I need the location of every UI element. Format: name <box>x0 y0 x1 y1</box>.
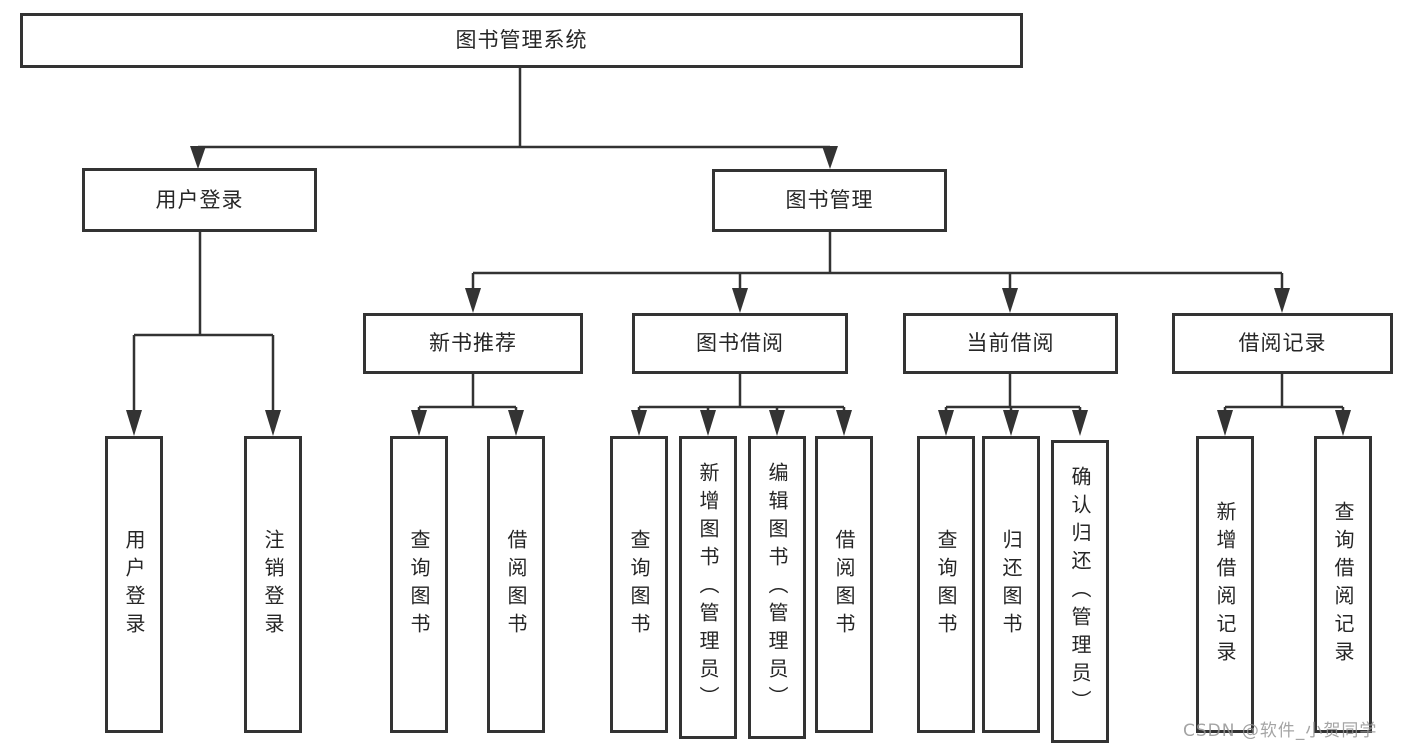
leaf-query-books-recommend: 查询图书 <box>390 436 448 733</box>
node-library-management-system: 图书管理系统 <box>20 13 1023 68</box>
node-current-borrowing: 当前借阅 <box>903 313 1118 374</box>
node-borrow-records: 借阅记录 <box>1172 313 1393 374</box>
leaf-query-borrow-record: 查询借阅记录 <box>1314 436 1372 733</box>
leaf-query-books-current: 查询图书 <box>917 436 975 733</box>
leaf-add-borrow-record: 新增借阅记录 <box>1196 436 1254 733</box>
leaf-borrow-books: 借阅图书 <box>815 436 873 733</box>
node-book-borrowing: 图书借阅 <box>632 313 848 374</box>
node-book-management: 图书管理 <box>712 169 947 232</box>
node-new-book-recommend: 新书推荐 <box>363 313 583 374</box>
leaf-add-books-admin: 新增图书（管理员） <box>679 436 737 739</box>
leaf-borrow-books-recommend: 借阅图书 <box>487 436 545 733</box>
leaf-confirm-return-admin: 确认归还（管理员） <box>1051 440 1109 743</box>
leaf-user-login: 用户登录 <box>105 436 163 733</box>
arrowheads <box>126 146 1351 436</box>
leaf-query-books-borrowing: 查询图书 <box>610 436 668 733</box>
leaf-return-books: 归还图书 <box>982 436 1040 733</box>
node-user-login: 用户登录 <box>82 168 317 232</box>
leaf-edit-books-admin: 编辑图书（管理员） <box>748 436 806 739</box>
csdn-watermark: CSDN @软件_小贺同学 <box>1183 721 1378 741</box>
leaf-logout: 注销登录 <box>244 436 302 733</box>
